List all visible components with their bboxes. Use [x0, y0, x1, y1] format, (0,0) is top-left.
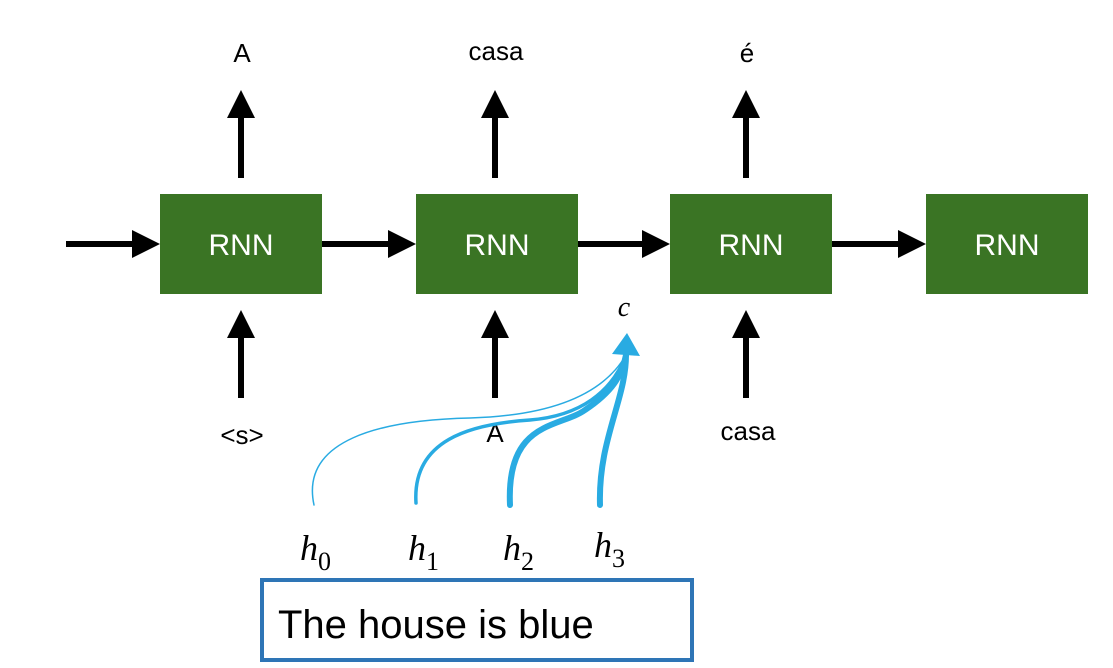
attention-curve-h2: [506, 352, 629, 508]
output-arrows: [227, 90, 760, 178]
input-token-3: casa: [721, 416, 776, 446]
input-arrowhead-1: [227, 310, 255, 338]
output-arrowhead-1: [227, 90, 255, 118]
input-arrowhead-2: [481, 310, 509, 338]
hidden-state-h2: h2: [503, 528, 534, 576]
output-token-1: A: [233, 38, 251, 68]
attention-curve-h1: [414, 353, 628, 505]
output-arrowhead-2: [481, 90, 509, 118]
input-arrows: [227, 310, 760, 398]
rnn-cell-label: RNN: [465, 229, 530, 262]
hidden-state-h1: h1: [408, 528, 439, 576]
attention-curve-h3: [596, 352, 629, 508]
rnn-cell-2: RNN: [416, 194, 578, 294]
arrowhead-cell-3-to-4: [898, 230, 926, 258]
rnn-cell-4: RNN: [926, 194, 1088, 294]
rnn-cell-3: RNN: [670, 194, 832, 294]
input-token-1: <s>: [220, 420, 263, 450]
attention-curve-h0: [311, 354, 627, 506]
attention-arrowhead: [612, 333, 640, 356]
context-label: c: [618, 292, 631, 323]
output-arrowhead-3: [732, 90, 760, 118]
input-arrowhead-3: [732, 310, 760, 338]
source-sentence-box: The house is blue: [260, 578, 694, 662]
source-sentence: The house is blue: [278, 603, 594, 647]
attention-curves: [311, 333, 640, 508]
recurrent-arrows: [66, 230, 926, 258]
rnn-cell-label: RNN: [719, 229, 784, 262]
hidden-state-h0: h0: [300, 528, 331, 576]
rnn-cell-label: RNN: [975, 229, 1040, 262]
rnn-cell-label: RNN: [209, 229, 274, 262]
hidden-state-labels: h0 h1 h2 h3: [300, 525, 625, 576]
arrowhead-cell-2-to-3: [642, 230, 670, 258]
rnn-cell-1: RNN: [160, 194, 322, 294]
output-token-3: é: [740, 38, 754, 68]
arrowhead-cell-1-to-2: [388, 230, 416, 258]
output-token-2: casa: [469, 36, 524, 66]
hidden-state-h3: h3: [594, 525, 625, 573]
arrowhead-into-cell-1: [132, 230, 160, 258]
